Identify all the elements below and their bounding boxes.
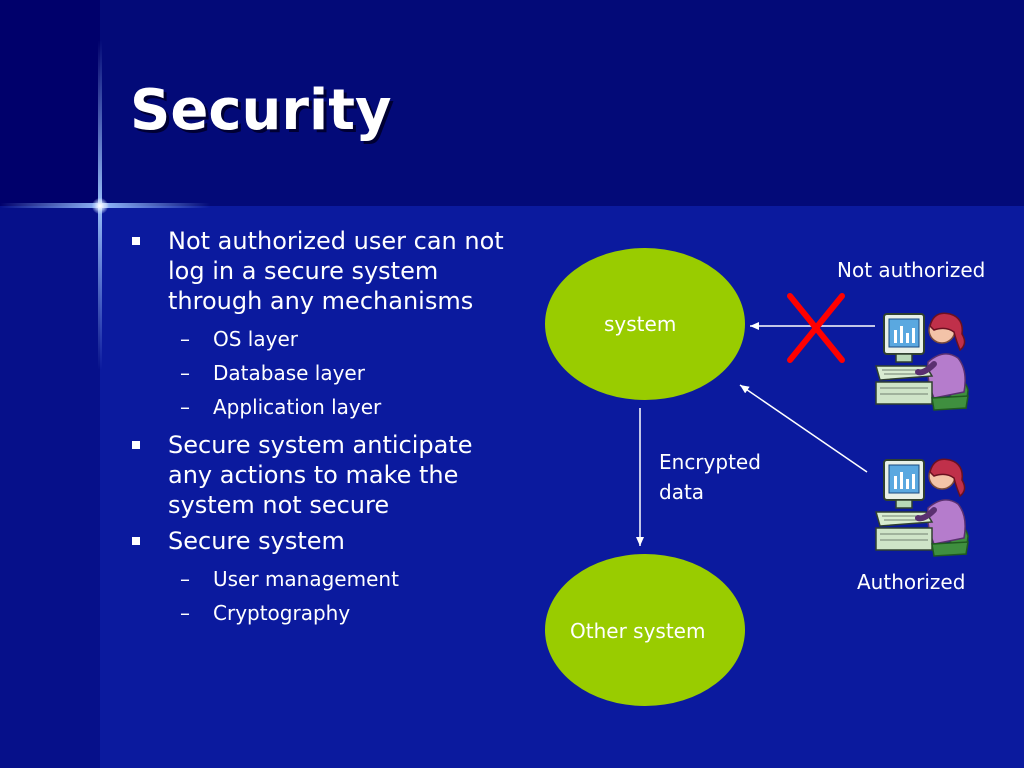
- bullet-item: Secure system anticipate any actions to …: [130, 430, 530, 520]
- bullet-line: through any mechanisms: [168, 287, 474, 315]
- bullet-line: log in a secure system: [168, 257, 439, 285]
- sub-bullet-text: Database layer: [213, 361, 365, 385]
- bullet-line: Secure system: [168, 527, 345, 555]
- sub-bullet-item: – Application layer: [130, 390, 530, 424]
- bullet-list: Not authorized user can not log in a sec…: [130, 226, 530, 630]
- bullet-item: Not authorized user can not log in a sec…: [130, 226, 530, 316]
- square-bullet-icon: [132, 537, 140, 545]
- sub-bullet-text: OS layer: [213, 327, 298, 351]
- unauthorized-user-icon: [876, 313, 968, 410]
- sub-bullet-item: – Cryptography: [130, 596, 530, 630]
- bullet-item: Secure system: [130, 526, 530, 556]
- square-bullet-icon: [132, 441, 140, 449]
- square-bullet-icon: [132, 237, 140, 245]
- authorized-user-icon: [876, 459, 968, 556]
- encrypted-label-line2: data: [659, 480, 705, 504]
- sub-bullet-text: Cryptography: [213, 601, 351, 625]
- encrypted-label-line1: Encrypted: [659, 450, 761, 474]
- not-authorized-label: Not authorized: [837, 258, 986, 282]
- bullet-line: any actions to make the: [168, 461, 459, 489]
- system-node: [545, 248, 745, 400]
- slide-title: Security: [130, 78, 392, 143]
- other-system-node: [545, 554, 745, 706]
- dash-bullet-icon: –: [180, 327, 190, 351]
- dash-bullet-icon: –: [180, 361, 190, 385]
- header-panel: [100, 0, 1024, 206]
- sub-bullet-item: – OS layer: [130, 322, 530, 356]
- bullet-line: Secure system anticipate: [168, 431, 473, 459]
- sub-bullet-text: Application layer: [213, 395, 382, 419]
- bullet-line: system not secure: [168, 491, 390, 519]
- dash-bullet-icon: –: [180, 395, 190, 419]
- dash-bullet-icon: –: [180, 567, 190, 591]
- sub-bullet-item: – Database layer: [130, 356, 530, 390]
- deny-cross-icon: [787, 293, 845, 363]
- left-panel: [0, 206, 100, 768]
- sub-bullet-text: User management: [213, 567, 399, 591]
- authorized-label: Authorized: [857, 570, 966, 594]
- other-system-node-label: Other system: [570, 619, 706, 643]
- dash-bullet-icon: –: [180, 601, 190, 625]
- sub-bullet-item: – User management: [130, 562, 530, 596]
- authorized-arrow: [739, 384, 868, 473]
- bullet-line: Not authorized user can not: [168, 227, 504, 255]
- system-node-label: system: [604, 312, 677, 336]
- light-flare-center: [92, 198, 108, 214]
